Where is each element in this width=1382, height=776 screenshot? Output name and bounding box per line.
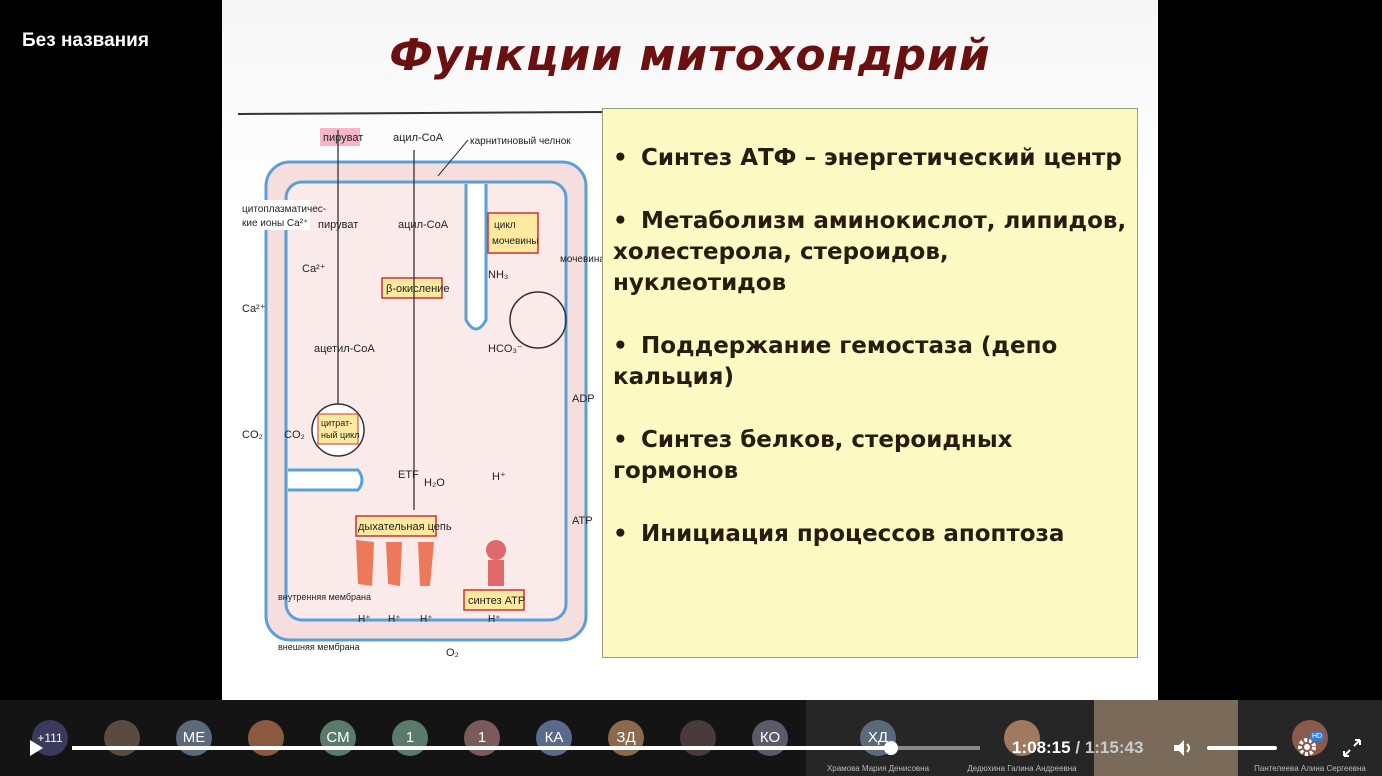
label-h-plus: H⁺: [492, 471, 506, 483]
play-button[interactable]: [28, 739, 44, 762]
label-citrate-2: ный цикл: [321, 430, 359, 440]
duration: 1:15:43: [1084, 738, 1144, 757]
label-acetylcoa: ацетил-CoA: [314, 343, 375, 355]
settings-icon: [1298, 738, 1316, 756]
progress-knob[interactable]: [883, 741, 898, 755]
label-co2-out: CO₂: [242, 429, 263, 441]
volume-slider[interactable]: [1207, 746, 1277, 750]
bullet-item: •Поддержание гемостаза (депо кальция): [613, 333, 1058, 390]
label-cyto-ca-2: кие ионы Ca²⁺: [242, 218, 308, 229]
fullscreen-icon: [1343, 739, 1361, 757]
fullscreen-button[interactable]: [1342, 738, 1362, 763]
participant-avatar[interactable]: ЗД: [608, 720, 644, 756]
label-h1: H⁺: [358, 614, 371, 625]
participant-avatar[interactable]: МЕ: [176, 720, 212, 756]
participant-name: Пантелеева Алина Сергеевна: [1254, 764, 1366, 773]
label-resp-chain: дыхательная цепь: [358, 521, 452, 533]
label-pyruvate-top: пируват: [323, 132, 363, 144]
settings-button[interactable]: HD: [1296, 732, 1325, 763]
bullet-item: •Метаболизм аминокислот, липидов, холест…: [613, 208, 1127, 296]
label-outer-membrane: внешняя мембрана: [278, 642, 360, 652]
participant-avatar[interactable]: [104, 720, 140, 756]
participant-tile[interactable]: Дедюхина Галина Андреевна: [950, 700, 1094, 776]
label-etf: ETF: [398, 469, 419, 481]
participant-video-tile[interactable]: [1094, 700, 1238, 776]
progress-fill: [72, 746, 891, 750]
label-inner-membrane: внутренняя мембрана: [278, 592, 371, 602]
label-acylcoa-top: ацил-CoA: [393, 132, 444, 144]
participant-name: Храмова Мария Денисовна: [826, 764, 930, 773]
label-h4: H⁺: [488, 614, 501, 625]
label-h2o: H₂O: [424, 477, 445, 489]
participant-avatar[interactable]: СМ: [320, 720, 356, 756]
time-separator: /: [1075, 738, 1081, 757]
participant-avatar[interactable]: [680, 720, 716, 756]
label-h2: H⁺: [388, 614, 401, 625]
participant-avatar[interactable]: [248, 720, 284, 756]
play-icon: [30, 740, 43, 756]
volume-button[interactable]: [1172, 738, 1196, 763]
participant-tile[interactable]: ХД Храмова Мария Денисовна: [806, 700, 950, 776]
bullet-item: •Синтез АТФ – энергетический центр: [613, 145, 1122, 171]
label-adp: ADP: [572, 393, 595, 405]
participant-avatar[interactable]: 1: [392, 720, 428, 756]
label-carnitine: карнитиновый челнок: [470, 136, 571, 147]
label-ca-out: Ca²⁺: [242, 303, 266, 315]
label-atp: ATP: [572, 515, 593, 527]
bullet-item: •Инициация процессов апоптоза: [613, 521, 1065, 547]
label-h3: H⁺: [420, 614, 433, 625]
label-urea: мочевина: [560, 254, 605, 265]
current-time: 1:08:15: [1012, 738, 1071, 757]
bullet-item: •Синтез белков, стероидных гормонов: [613, 427, 1013, 484]
participant-name: Дедюхина Галина Андреевна: [967, 764, 1077, 773]
presentation-slide: Функции митохондрий пируват ацил-CoA кар…: [222, 0, 1158, 700]
label-ca-in: Ca²⁺: [302, 263, 326, 275]
label-acylcoa-in: ацил-CoA: [398, 219, 449, 231]
slide-title: Функции митохондрий: [389, 30, 991, 81]
volume-icon: [1174, 740, 1190, 756]
mitochondria-diagram: пируват ацил-CoA карнитиновый челнок цит…: [238, 111, 608, 659]
participant-avatar: [1004, 720, 1040, 756]
bullet-box: •Синтез АТФ – энергетический центр •Мета…: [602, 108, 1138, 658]
label-nh3: NH₃: [488, 269, 508, 281]
label-atp-synth: синтез ATP: [468, 595, 525, 607]
progress-bar[interactable]: [72, 741, 980, 755]
time-display: 1:08:15 / 1:15:43: [1012, 738, 1143, 758]
label-urea-cycle-1: цикл: [494, 220, 516, 231]
label-urea-cycle-2: мочевины: [492, 236, 539, 247]
hd-badge: HD: [1310, 732, 1325, 741]
label-hco3: HCO₃⁻: [488, 343, 523, 355]
label-cyto-ca-1: цитоплазматичес-: [242, 204, 326, 215]
label-beta-oxidation: β-окисление: [386, 283, 449, 295]
video-title: Без названия: [22, 30, 149, 51]
participant-avatar[interactable]: КА: [536, 720, 572, 756]
label-co2-in: CO₂: [284, 429, 305, 441]
label-o2: O₂: [446, 647, 459, 659]
participant-avatar[interactable]: КО: [752, 720, 788, 756]
label-citrate-1: цитрат-: [321, 418, 352, 428]
participant-avatar[interactable]: 1: [464, 720, 500, 756]
